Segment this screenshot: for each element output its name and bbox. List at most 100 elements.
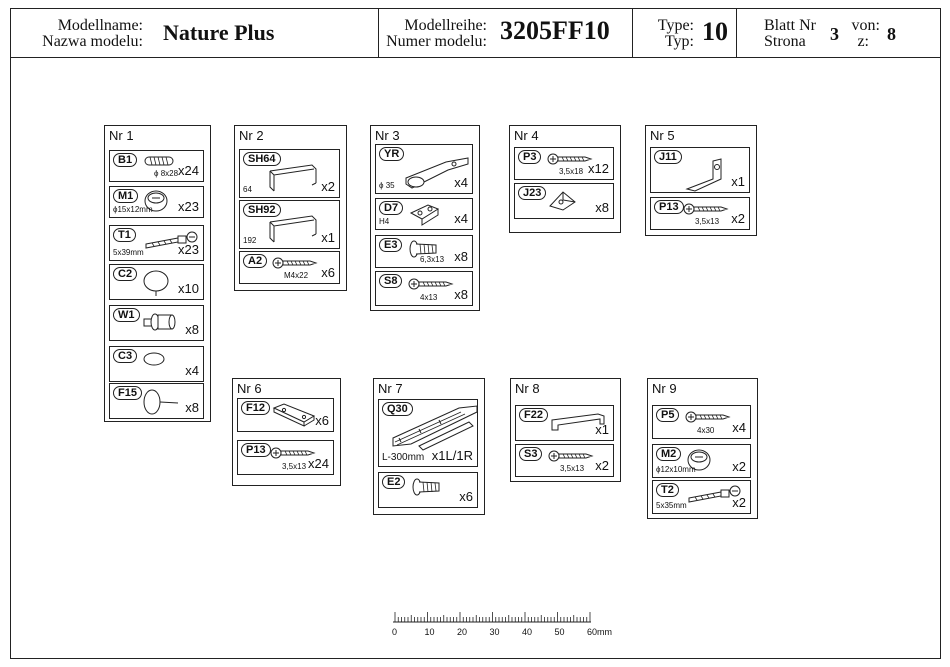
part-code: Q30 bbox=[382, 402, 413, 416]
nail-glide-icon bbox=[142, 388, 182, 421]
cam-lock-icon bbox=[685, 448, 713, 477]
ruler-label: 40 bbox=[522, 627, 533, 637]
type-label-pl: Typ: bbox=[664, 33, 694, 50]
sheet-label-de: Blatt Nr bbox=[764, 17, 816, 34]
part-quantity: x8 bbox=[185, 400, 199, 415]
part-quantity: x23 bbox=[178, 199, 199, 214]
hardware-group: Nr 5 bbox=[645, 125, 757, 236]
part-quantity: x23 bbox=[178, 242, 199, 257]
hardware-group: Nr 4 bbox=[509, 125, 621, 233]
part-quantity: x6 bbox=[321, 265, 335, 280]
model-name-label-pl: Nazwa modelu: bbox=[42, 33, 143, 50]
group-title: Nr 8 bbox=[515, 381, 540, 396]
type-label-de: Type: bbox=[657, 17, 694, 34]
euro-screw-icon bbox=[411, 477, 443, 502]
part-quantity: x1 bbox=[321, 230, 335, 245]
hardware-group: Nr 3 bbox=[370, 125, 480, 311]
ruler-label: 30 bbox=[489, 627, 500, 637]
sheet-number: 3 bbox=[830, 24, 839, 44]
hardware-group: Nr 1 bbox=[104, 125, 211, 422]
part-code: A2 bbox=[243, 254, 268, 268]
series-number: 3205FF10 bbox=[500, 16, 610, 45]
part-code: P13 bbox=[654, 200, 684, 214]
screw-icon bbox=[548, 448, 594, 469]
part-quantity: x2 bbox=[321, 179, 335, 194]
sheet-total: 8 bbox=[887, 24, 896, 44]
ruler-label: 10 bbox=[424, 627, 435, 637]
group-title: Nr 9 bbox=[652, 381, 677, 396]
angle-bracket-icon bbox=[683, 157, 733, 198]
hardware-group: Nr 6 bbox=[232, 378, 341, 486]
dowel-icon bbox=[142, 153, 176, 174]
hardware-item: SH64 64 x2 bbox=[239, 149, 340, 198]
group-title: Nr 6 bbox=[237, 381, 262, 396]
part-quantity: x24 bbox=[178, 163, 199, 178]
part-quantity: x24 bbox=[308, 456, 329, 471]
part-quantity: x8 bbox=[185, 322, 199, 337]
part-quantity: x2 bbox=[732, 459, 746, 474]
handle-bar-icon bbox=[548, 410, 608, 439]
part-dimension: ϕ 8x28 bbox=[154, 169, 179, 178]
part-code: M2 bbox=[656, 447, 682, 461]
part-quantity: x4 bbox=[185, 363, 199, 378]
part-dimension: 3,5x13 bbox=[282, 462, 307, 471]
screw-icon bbox=[272, 255, 318, 276]
hinge-icon bbox=[402, 156, 472, 199]
handle-icon bbox=[266, 161, 336, 202]
part-code: P13 bbox=[241, 443, 271, 457]
divider bbox=[632, 8, 633, 58]
part-quantity: x6 bbox=[315, 413, 329, 428]
part-code: F12 bbox=[241, 401, 270, 415]
part-dimension: H4 bbox=[379, 217, 390, 226]
part-quantity: x4 bbox=[732, 420, 746, 435]
part-dimension: 192 bbox=[243, 236, 257, 245]
hardware-group: Nr 2 bbox=[234, 125, 347, 291]
part-quantity: x1L/1R bbox=[431, 448, 473, 463]
ruler-label: 0 bbox=[392, 627, 398, 637]
part-quantity: x1 bbox=[595, 422, 609, 437]
page-frame bbox=[10, 8, 941, 659]
part-dimension: 64 bbox=[243, 185, 252, 194]
part-dimension: 3,5x18 bbox=[559, 167, 584, 176]
part-quantity: x2 bbox=[732, 495, 746, 510]
title-block bbox=[10, 8, 941, 58]
ruler-label: 50 bbox=[554, 627, 565, 637]
hinge-plate-icon bbox=[408, 201, 442, 232]
part-code: J11 bbox=[654, 150, 682, 164]
part-code: B1 bbox=[113, 153, 138, 167]
part-quantity: x12 bbox=[588, 161, 609, 176]
part-quantity: x2 bbox=[731, 211, 745, 226]
divider bbox=[736, 8, 737, 58]
part-code: C3 bbox=[113, 349, 138, 363]
part-quantity: x8 bbox=[454, 249, 468, 264]
euro-screw-icon bbox=[408, 239, 440, 264]
of-label-de: von: bbox=[851, 17, 880, 34]
part-quantity: x4 bbox=[454, 175, 468, 190]
hardware-item: F15 x8 bbox=[109, 383, 204, 419]
cam-bolt-icon bbox=[685, 484, 741, 509]
ruler-label: 60mm bbox=[587, 627, 613, 637]
ruler-label: 20 bbox=[457, 627, 468, 637]
part-code: F15 bbox=[113, 386, 142, 400]
part-dimension: 6,3x13 bbox=[420, 255, 445, 264]
part-code: SH64 bbox=[243, 152, 281, 166]
model-name-label-de: Modellname: bbox=[57, 17, 143, 34]
part-dimension: ϕ15x12mm bbox=[113, 205, 153, 214]
hardware-group: Nr 8 bbox=[510, 378, 621, 482]
cam-bolt-icon bbox=[142, 230, 198, 255]
glide-icon bbox=[142, 269, 174, 302]
corner-block-icon bbox=[547, 188, 579, 217]
